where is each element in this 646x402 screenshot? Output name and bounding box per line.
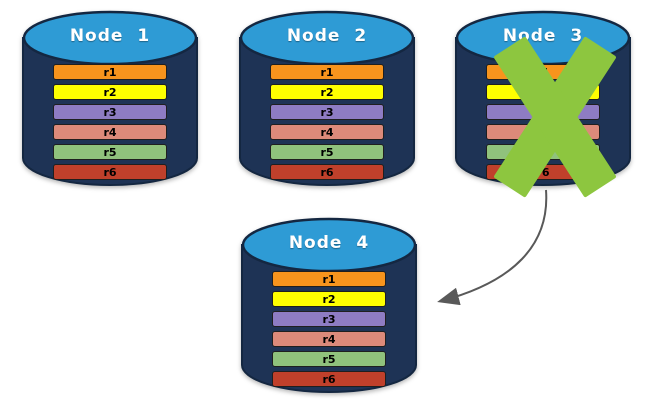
node-1: Node 1 r1 r2 r3 r4 r5 r6 — [20, 6, 200, 192]
replica-row-label: r4 — [322, 332, 336, 346]
replica-row: r3 — [270, 104, 384, 120]
replica-row: r3 — [53, 104, 167, 120]
replica-row: r6 — [486, 164, 600, 180]
node-title: Node 1 — [69, 26, 151, 46]
node-title: Node 2 — [286, 26, 368, 46]
replica-row-label: r4 — [103, 125, 117, 139]
replica-row: r2 — [53, 84, 167, 100]
node-2: Node 2 r1 r2 r3 r4 r5 r6 — [237, 6, 417, 192]
node-title: Node 3 — [502, 26, 584, 46]
replica-rows: r1 r2 r3 r4 r5 r6 — [53, 64, 167, 180]
replica-row-label: r4 — [320, 125, 334, 139]
replica-row-label: r1 — [322, 272, 336, 286]
replica-row-label: r1 — [103, 65, 117, 79]
replica-row-label: r5 — [103, 145, 117, 159]
replica-row: r4 — [270, 124, 384, 140]
replica-row: r4 — [486, 124, 600, 140]
node-3: Node 3 r1 r2 r3 r4 r5 r6 — [453, 6, 633, 198]
replica-row: r2 — [272, 291, 386, 307]
replica-row: r1 — [270, 64, 384, 80]
replica-row-label: r5 — [322, 352, 336, 366]
replica-row-label: r2 — [536, 85, 550, 99]
replica-row: r4 — [53, 124, 167, 140]
replica-row-label: r6 — [320, 165, 334, 179]
replica-row-label: r5 — [320, 145, 334, 159]
replica-row: r2 — [486, 84, 600, 100]
replica-row-label: r4 — [536, 125, 550, 139]
replica-row: r6 — [53, 164, 167, 180]
replica-row-label: r6 — [103, 165, 117, 179]
replica-row-label: r3 — [320, 105, 334, 119]
replica-row-label: r5 — [536, 145, 550, 159]
replica-row-label: r1 — [536, 65, 550, 79]
replica-rows: r1 r2 r3 r4 r5 r6 — [270, 64, 384, 180]
replica-row-label: r3 — [103, 105, 117, 119]
node-4: Node 4 r1 r2 r3 r4 r5 r6 — [239, 213, 419, 399]
replica-row-label: r6 — [322, 372, 336, 386]
replica-row: r2 — [270, 84, 384, 100]
replica-row-label: r3 — [536, 105, 550, 119]
replica-row: r5 — [272, 351, 386, 367]
replica-row: r5 — [53, 144, 167, 160]
replica-row: r3 — [486, 104, 600, 120]
replica-row-label: r6 — [536, 165, 550, 179]
replica-rows: r1 r2 r3 r4 r5 r6 — [486, 64, 600, 180]
replica-row: r3 — [272, 311, 386, 327]
replica-row: r1 — [486, 64, 600, 80]
replica-row-label: r2 — [322, 292, 336, 306]
replica-row: r6 — [272, 371, 386, 387]
replica-row: r1 — [272, 271, 386, 287]
replica-row-label: r2 — [320, 85, 334, 99]
replica-rows: r1 r2 r3 r4 r5 r6 — [272, 271, 386, 387]
node-title: Node 4 — [288, 233, 370, 253]
replica-row: r5 — [270, 144, 384, 160]
replica-row: r1 — [53, 64, 167, 80]
replica-row: r6 — [270, 164, 384, 180]
replica-row-label: r3 — [322, 312, 336, 326]
replica-row-label: r1 — [320, 65, 334, 79]
replica-row-label: r2 — [103, 85, 117, 99]
replica-row: r5 — [486, 144, 600, 160]
replica-row: r4 — [272, 331, 386, 347]
